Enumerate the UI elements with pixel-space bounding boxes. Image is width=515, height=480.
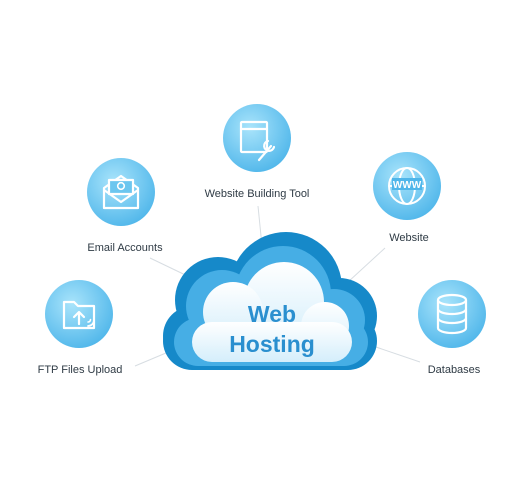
www-badge xyxy=(392,178,422,190)
service-label: Website Building Tool xyxy=(205,188,310,200)
web-hosting-cloud: Web Hosting xyxy=(163,232,377,370)
email-icon xyxy=(102,174,140,210)
website-builder-icon xyxy=(239,120,276,162)
service-label: Databases xyxy=(428,364,481,376)
www-icon-text: WWW xyxy=(393,180,422,191)
cloud-inner xyxy=(192,262,352,362)
hub-title-line2: Hosting xyxy=(229,331,315,357)
connector-databases xyxy=(369,344,421,363)
node-ftp-files-upload: FTP Files Upload xyxy=(38,280,123,376)
node-databases: Databases xyxy=(418,280,486,376)
service-label: Email Accounts xyxy=(87,242,163,254)
node-website-building-tool: Website Building Tool xyxy=(205,104,310,200)
service-label: FTP Files Upload xyxy=(38,364,123,376)
node-website: WWW Website xyxy=(373,152,441,244)
database-icon xyxy=(436,293,468,335)
connector-website xyxy=(347,247,386,283)
node-circle xyxy=(223,104,291,172)
service-label: Website xyxy=(389,232,429,244)
ftp-folder-icon xyxy=(62,300,96,330)
hub-title-line1: Web xyxy=(248,301,296,327)
node-email-accounts: Email Accounts xyxy=(87,158,163,254)
